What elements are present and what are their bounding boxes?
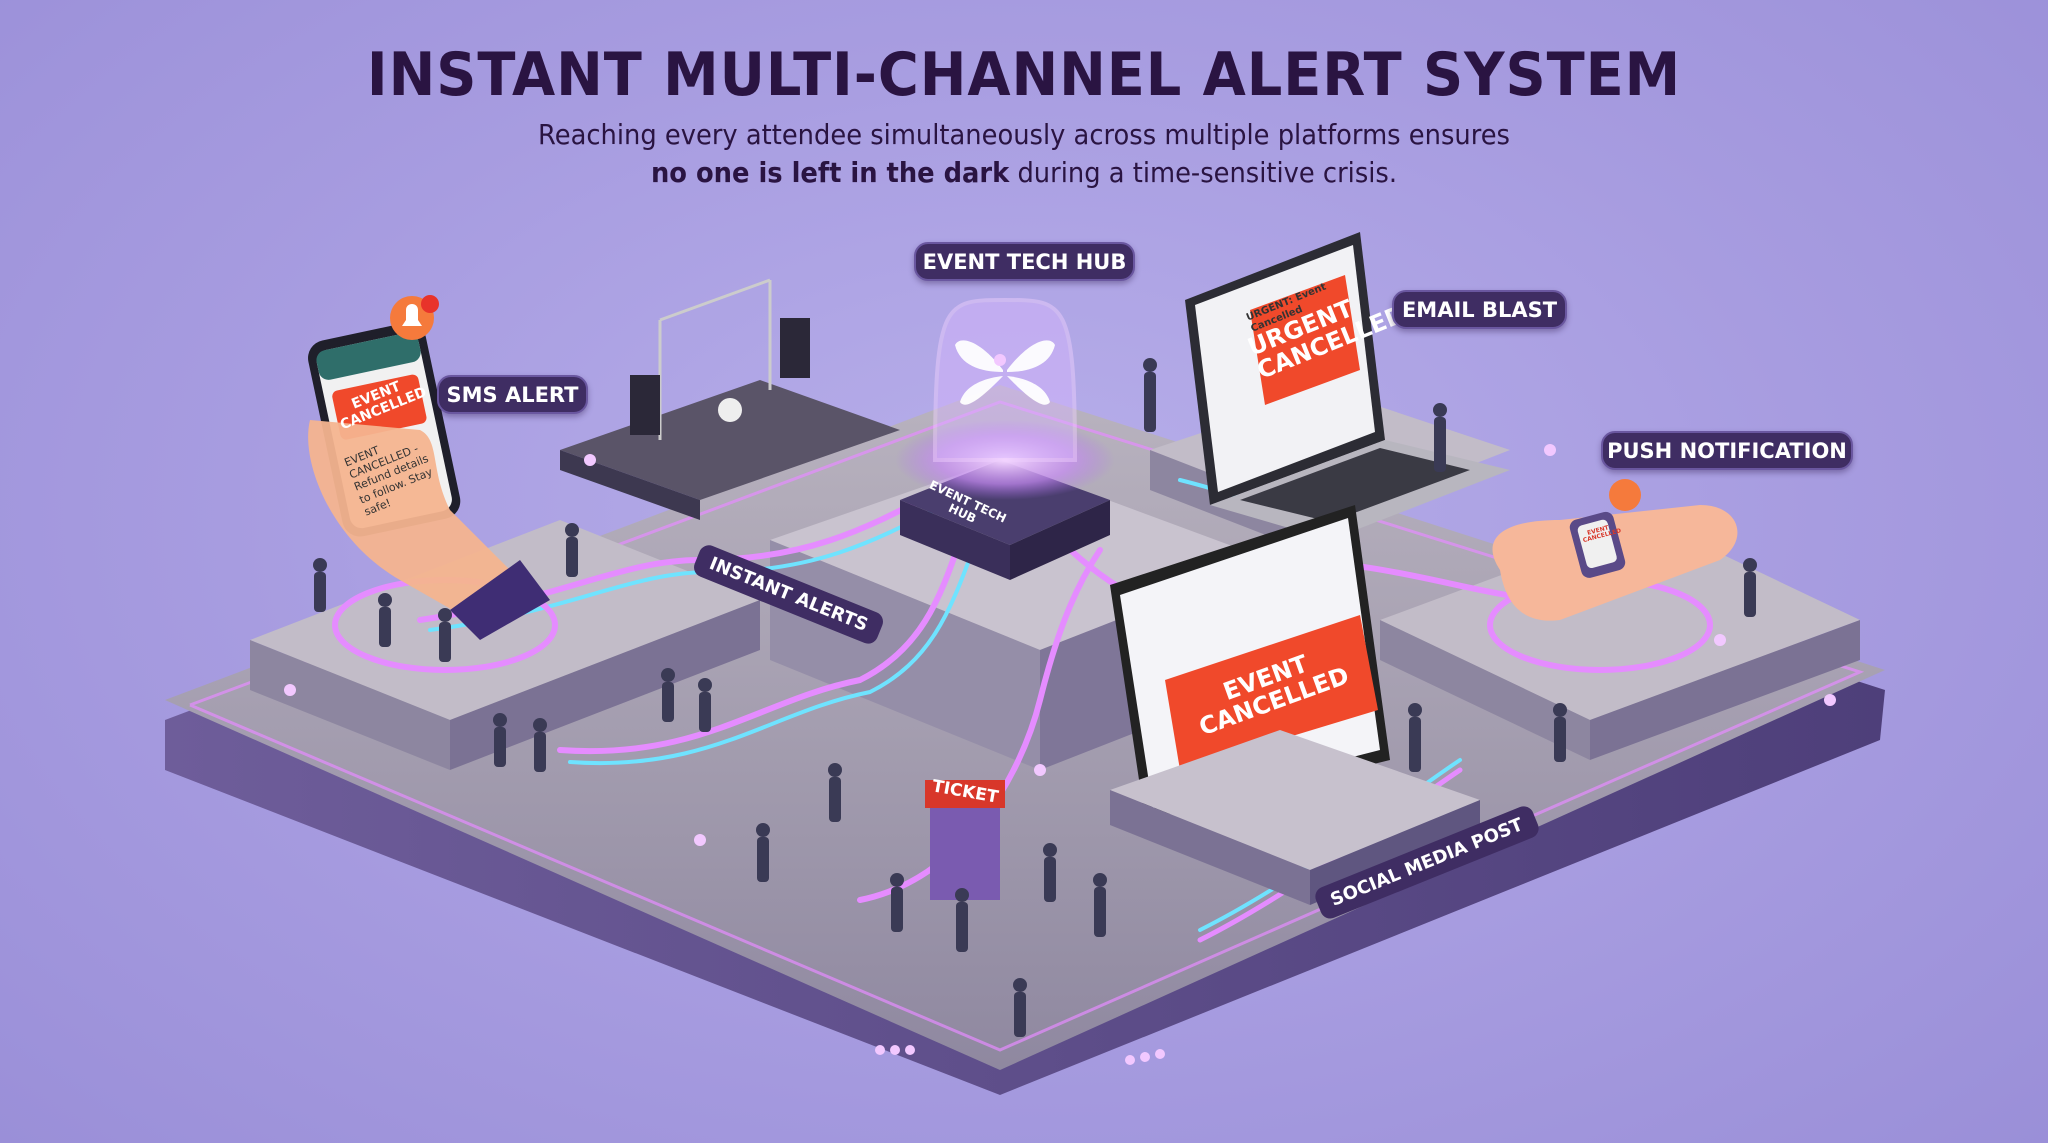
event-tech-hub (895, 297, 1115, 580)
smartwatch-arm (1492, 479, 1738, 621)
hand (308, 420, 520, 620)
label-sms-alert: SMS ALERT (437, 375, 588, 414)
subtitle-emphasis: no one is left in the dark (650, 156, 1010, 189)
stage-block (560, 380, 900, 520)
butterfly-logo-icon (955, 340, 1055, 405)
subtitle-line-1: Reaching every attendee simultaneously a… (537, 118, 1510, 151)
bell-alert-icon (390, 295, 439, 340)
right-block (1380, 520, 1860, 760)
tablet (1110, 505, 1390, 820)
ticket-booth (925, 780, 1005, 900)
sleeve (450, 560, 550, 640)
platform-lights (284, 354, 1836, 1065)
subtitle-rest: during a time-sensitive crisis. (1009, 156, 1398, 189)
concert-stage (630, 278, 810, 440)
watch-bell-icon (1609, 479, 1641, 511)
label-email-blast: EMAIL BLAST (1392, 290, 1567, 329)
attendees (313, 358, 1757, 1037)
label-event-tech-hub: EVENT TECH HUB (914, 242, 1135, 281)
subtitle-line-2: no one is left in the dark during a time… (82, 156, 1966, 189)
label-push-notification: PUSH NOTIFICATION (1601, 431, 1853, 470)
page-title: INSTANT MULTI-CHANNEL ALERT SYSTEM (366, 40, 1682, 110)
